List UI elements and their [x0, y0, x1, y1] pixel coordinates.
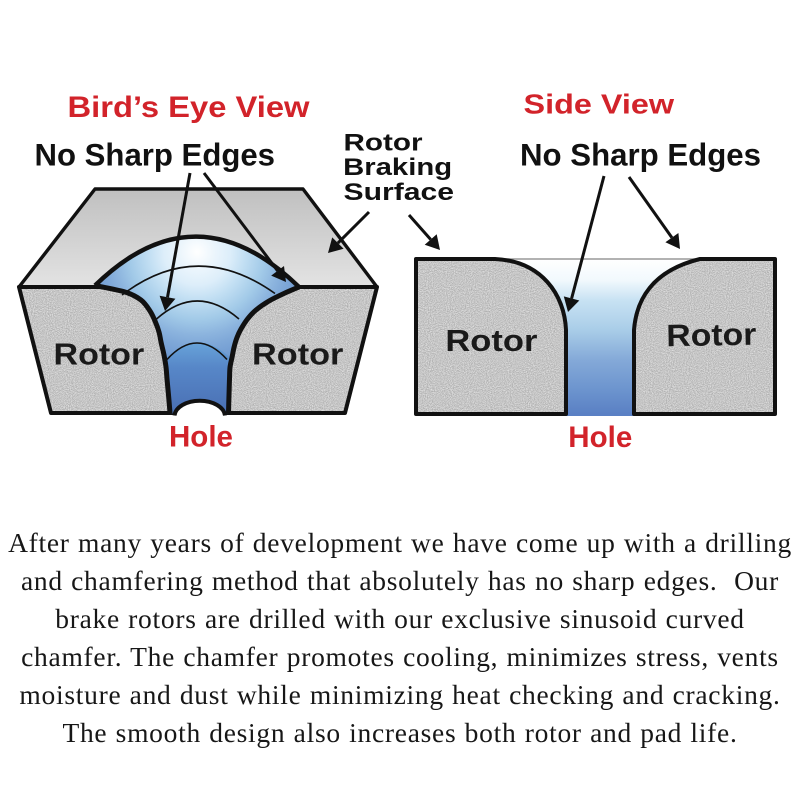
svg-text:Bird’s Eye View: Bird’s Eye View — [68, 91, 311, 124]
svg-text:Rotor: Rotor — [666, 317, 757, 354]
svg-text:Rotor: Rotor — [54, 336, 145, 371]
svg-text:Hole: Hole — [169, 420, 233, 453]
svg-text:No Sharp Edges: No Sharp Edges — [35, 136, 276, 172]
svg-text:Rotor: Rotor — [445, 323, 537, 358]
svg-text:Side View: Side View — [524, 89, 675, 120]
svg-text:No Sharp Edges: No Sharp Edges — [520, 136, 761, 172]
svg-text:Surface: Surface — [344, 179, 455, 206]
svg-text:Rotor: Rotor — [344, 129, 423, 156]
svg-text:Braking: Braking — [343, 154, 452, 181]
svg-text:Rotor: Rotor — [252, 336, 343, 371]
svg-text:Hole: Hole — [568, 421, 632, 454]
